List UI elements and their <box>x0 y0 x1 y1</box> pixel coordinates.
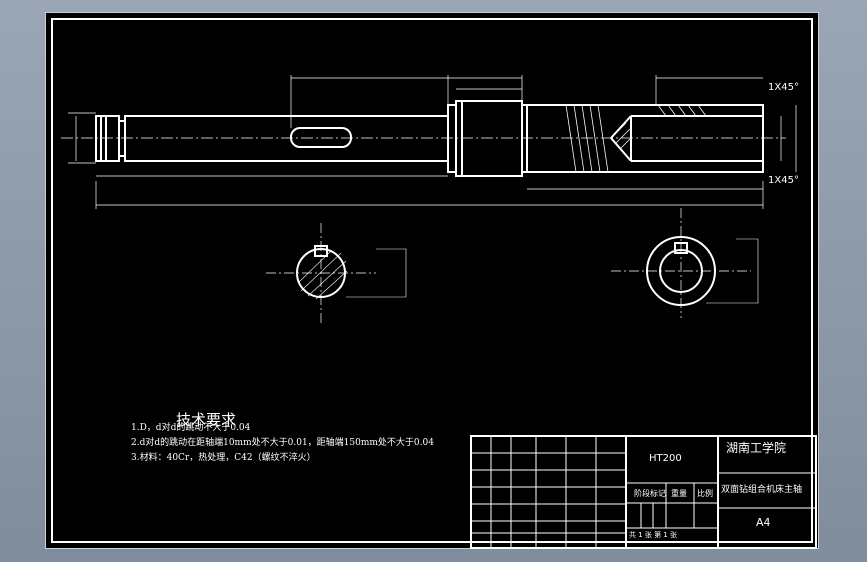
sheet-size: A4 <box>756 516 771 529</box>
main-shaft <box>95 100 764 177</box>
section-view-keyway <box>266 223 407 323</box>
section-hatching <box>565 104 707 173</box>
requirement-line-2: 2.d对d的跳动在距轴端10mm处不大于0.01，距轴端150mm处不大于0.0… <box>131 438 434 448</box>
drawing-sheet[interactable]: 技术要求 1.D，d对d的跳动不大于0.04 2.d对d的跳动在距轴端10mm处… <box>45 12 819 549</box>
school-name: 湖南工学院 <box>726 441 787 455</box>
requirement-line-1: 1.D，d对d的跳动不大于0.04 <box>131 423 251 433</box>
material-label: HT200 <box>649 453 682 464</box>
chamfer-note-bottom: 1X45° <box>768 175 799 186</box>
weight-label: 重量 <box>671 489 687 498</box>
chamfer-note-top: 1X45° <box>768 82 799 93</box>
engineering-drawing-svg <box>61 75 817 549</box>
sheets-count: 共 1 张 第 1 张 <box>629 531 678 539</box>
technical-requirements-title: 技术要求 <box>176 411 237 429</box>
dimension-lines <box>68 75 797 209</box>
stage-mark-label: 阶段标记 <box>634 489 666 498</box>
requirement-line-3: 3.材料：40Cr，热处理，C42（螺纹不淬火） <box>131 453 316 463</box>
drawing-border <box>51 18 813 543</box>
section-view-ring <box>611 208 759 318</box>
scale-label: 比例 <box>697 489 713 498</box>
part-name: 双面钻组合机床主轴 <box>721 485 803 495</box>
title-block-lines <box>470 435 817 549</box>
